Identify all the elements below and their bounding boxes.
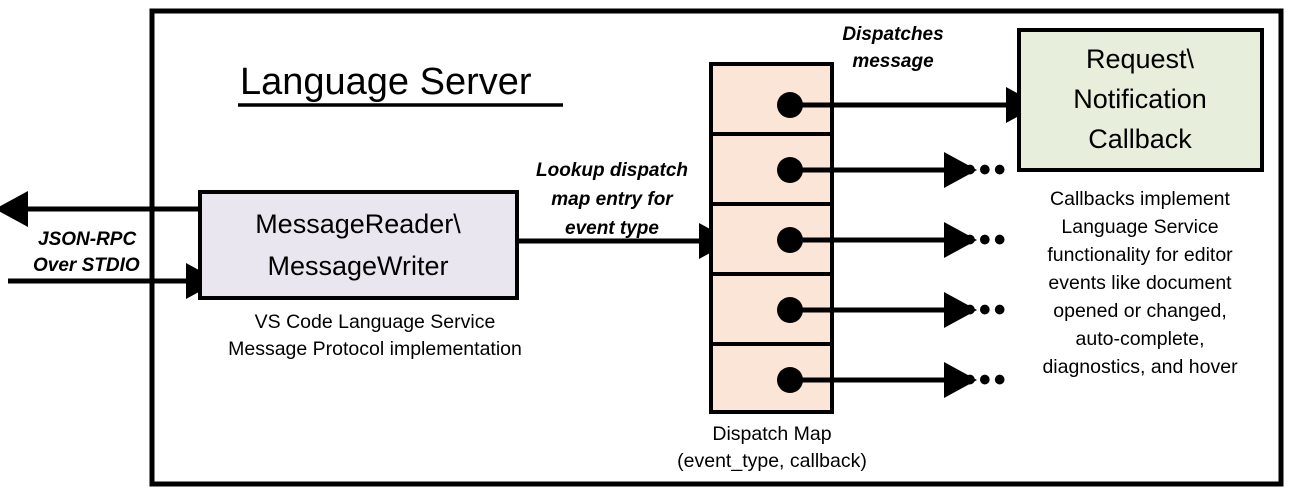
dispatch-ellipsis-3: ••• <box>964 221 1009 259</box>
json-rpc-label-line2: Over STDIO <box>33 255 140 276</box>
callback-box-line1: Request\ <box>1086 44 1195 74</box>
callback-caption-line3: functionality for editor <box>1047 244 1233 266</box>
callback-caption-line4: events like document <box>1048 272 1232 294</box>
message-box-caption-line2: Message Protocol implementation <box>228 338 522 360</box>
message-reader-writer-line2: MessageWriter <box>267 251 448 281</box>
callback-box-line2: Notification <box>1073 84 1207 114</box>
callback-caption-line1: Callbacks implement <box>1050 188 1230 210</box>
lookup-label-line2: map entry for <box>551 189 674 210</box>
dispatch-ellipsis-4: ••• <box>964 291 1009 329</box>
page-title: Language Server <box>240 61 532 103</box>
callback-caption-line7: diagnostics, and hover <box>1042 356 1238 378</box>
dispatch-map-cell-1[interactable] <box>709 62 834 136</box>
callback-caption-line5: opened or changed, <box>1053 300 1226 322</box>
dispatch-label-line2: message <box>852 51 934 72</box>
message-reader-writer-line1: MessageReader\ <box>255 209 461 239</box>
lookup-label-line1: Lookup dispatch <box>536 160 688 181</box>
dispatch-ellipsis-2: ••• <box>964 151 1009 189</box>
json-rpc-label-line1: JSON-RPC <box>38 229 136 250</box>
message-box-caption-line1: VS Code Language Service <box>255 311 496 333</box>
dispatch-ellipsis-5: ••• <box>964 361 1009 399</box>
request-notification-callback-box[interactable] <box>1017 28 1264 172</box>
lookup-label-line3: event type <box>565 218 659 239</box>
dispatch-map-caption-line2: (event_type, callback) <box>677 450 867 472</box>
callback-box-line3: Callback <box>1088 124 1192 154</box>
callback-caption-line6: auto-complete, <box>1076 328 1205 350</box>
dispatch-label-line1: Dispatches <box>842 24 943 45</box>
dispatch-map-caption-line1: Dispatch Map <box>712 423 831 445</box>
callback-caption-line2: Language Service <box>1061 216 1218 238</box>
language-server-container <box>149 8 1284 487</box>
message-reader-writer-box[interactable] <box>198 190 519 300</box>
